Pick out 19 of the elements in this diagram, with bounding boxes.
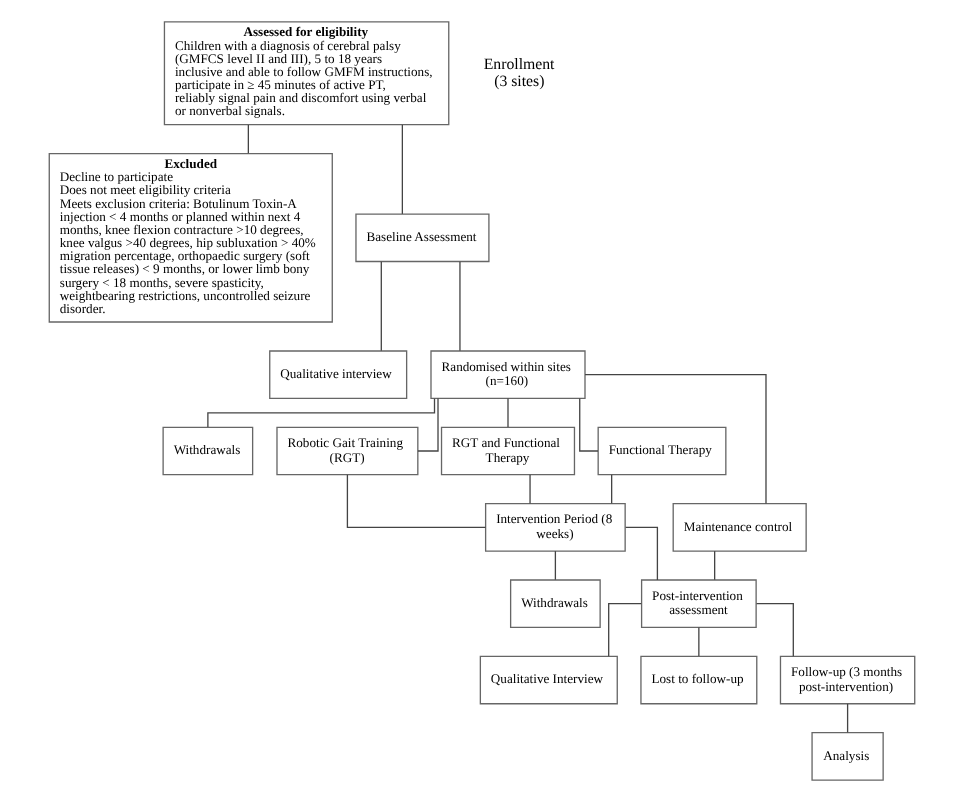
connector (417, 397, 439, 452)
connector (401, 124, 404, 215)
connector (579, 397, 599, 452)
connector (507, 397, 509, 428)
connector (346, 474, 487, 529)
connector (459, 260, 461, 352)
connector (714, 550, 716, 581)
connector (584, 374, 767, 505)
connector (846, 703, 849, 734)
connector (529, 474, 531, 505)
connector (608, 603, 642, 657)
connector (611, 474, 613, 505)
connector (755, 603, 794, 657)
connector (380, 260, 382, 352)
connector (554, 550, 557, 581)
connector (207, 397, 436, 428)
connector (698, 626, 700, 657)
connector (247, 124, 249, 154)
connector (625, 526, 659, 581)
